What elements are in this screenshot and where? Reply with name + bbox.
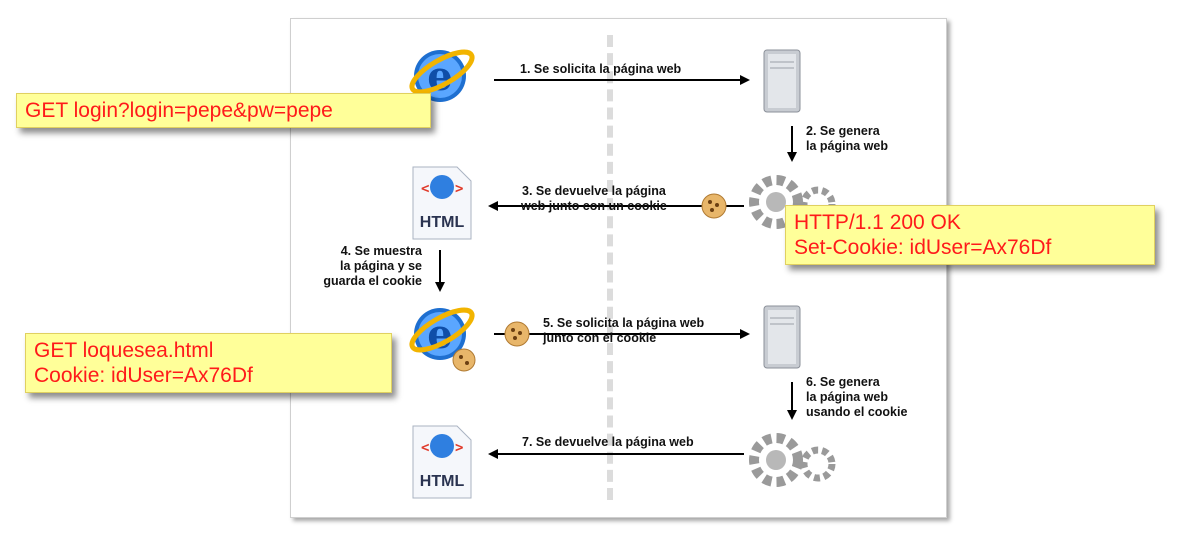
note-login-request: GET login?login=pepe&pw=pepe	[16, 93, 431, 128]
html-document-icon: < > HTML	[411, 424, 473, 500]
cookie-icon	[504, 321, 530, 347]
step-3-label: 3. Se devuelve la página web junto con u…	[521, 184, 667, 213]
gears-icon	[749, 433, 836, 487]
note-cookie-request: GET loquesea.html Cookie: idUser=Ax76Df	[25, 333, 392, 393]
note-response-set-cookie: Set-Cookie: idUser=Ax76Df	[794, 236, 1052, 259]
step-7-label: 7. Se devuelve la página web	[522, 435, 694, 449]
step-6-label: 6. Se genera la página web usando el coo…	[806, 375, 908, 419]
note-request-get: GET loquesea.html	[34, 339, 214, 362]
html-label: HTML	[420, 473, 465, 490]
html-document-icon: < > HTML	[411, 165, 473, 241]
html-label: HTML	[420, 214, 465, 231]
svg-text:>: >	[455, 440, 463, 456]
svg-text:<: <	[421, 181, 429, 197]
step-5-label: 5. Se solicita la página web junto con e…	[543, 316, 705, 345]
step-2-label: 2. Se genera la página web	[806, 124, 888, 153]
note-response-status: HTTP/1.1 200 OK	[794, 211, 961, 234]
step-1-label: 1. Se solicita la página web	[520, 62, 682, 76]
server-icon	[763, 49, 801, 113]
step-4-label: 4. Se muestra la página y se guarda el c…	[323, 244, 422, 288]
client-server-divider	[607, 35, 613, 500]
browser-with-cookie-icon: e	[409, 307, 476, 372]
note-request-cookie: Cookie: idUser=Ax76Df	[34, 364, 253, 387]
cookie-icon	[701, 193, 727, 219]
svg-text:>: >	[455, 181, 463, 197]
note-login-request-text: GET login?login=pepe&pw=pepe	[25, 99, 333, 122]
server-icon	[763, 305, 801, 369]
note-set-cookie-response: HTTP/1.1 200 OK Set-Cookie: idUser=Ax76D…	[785, 205, 1155, 265]
browser-icon: e	[409, 49, 475, 102]
svg-text:<: <	[421, 440, 429, 456]
